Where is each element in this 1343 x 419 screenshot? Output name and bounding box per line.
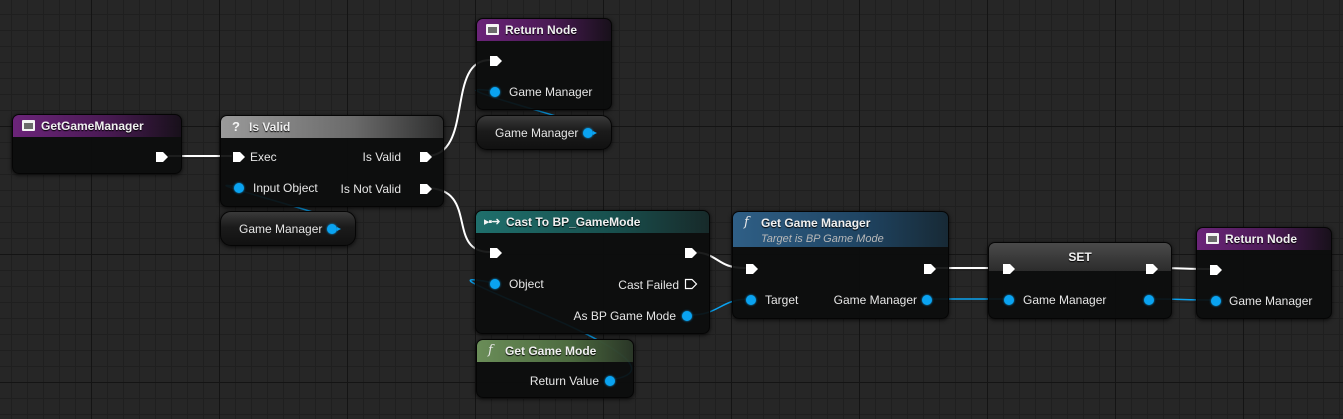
return-node-top[interactable]: Return Node Game Manager <box>476 18 612 110</box>
target-pin[interactable] <box>746 295 756 305</box>
exec-in-pin[interactable] <box>1209 264 1223 276</box>
game-manager-variable-node[interactable]: Game Manager <box>476 115 612 150</box>
pin-label: Game Manager <box>1023 293 1107 307</box>
get-game-manager-call-node[interactable]: f Get Game Manager Target is BP Game Mod… <box>732 211 949 319</box>
node-title: Return Node <box>505 23 577 37</box>
variable-label: Game Manager <box>239 222 323 236</box>
node-header <box>733 212 948 247</box>
exec-out-pin[interactable] <box>684 247 698 259</box>
function-entry-node[interactable]: GetGameManager <box>12 114 182 174</box>
cast-failed-exec-pin[interactable] <box>684 278 698 290</box>
exec-out-pin[interactable] <box>155 151 169 163</box>
cast-failed-label: Cast Failed <box>618 278 679 292</box>
get-game-mode-node[interactable]: f Get Game Mode Return Value <box>476 339 634 398</box>
exec-in-pin[interactable] <box>1002 263 1016 275</box>
variable-out-pin[interactable] <box>583 128 597 138</box>
exec-out-pin[interactable] <box>1145 263 1159 275</box>
game-manager-out-pin[interactable] <box>1144 295 1154 305</box>
return-icon <box>1206 233 1219 244</box>
node-header <box>477 340 633 362</box>
exec-in-pin[interactable] <box>489 247 503 259</box>
node-title: Return Node <box>1225 232 1297 246</box>
node-header <box>1197 228 1331 250</box>
object-pin[interactable] <box>490 279 500 289</box>
cast-arrow-icon: ▸▪➜ <box>484 216 501 228</box>
is-valid-exec-pin[interactable] <box>419 151 433 163</box>
pin-label: Game Manager <box>509 85 593 99</box>
node-header <box>477 19 611 41</box>
function-f-icon: f <box>744 215 749 230</box>
is-not-valid-out-label: Is Not Valid <box>340 182 401 196</box>
node-title: SET <box>1068 250 1092 264</box>
node-title: Is Valid <box>249 120 291 134</box>
is-valid-node[interactable]: ? Is Valid Exec Input Object Is Valid Is… <box>220 115 444 207</box>
exec-in-pin[interactable] <box>489 55 503 67</box>
game-manager-in-pin[interactable] <box>1004 295 1014 305</box>
node-header <box>476 211 709 233</box>
exec-in-pin[interactable] <box>232 151 246 163</box>
variable-out-pin[interactable] <box>327 224 341 234</box>
node-title: Get Game Manager <box>761 216 871 230</box>
node-header <box>221 116 443 138</box>
target-label: Target <box>765 293 799 307</box>
game-manager-variable-node[interactable]: Game Manager <box>220 211 356 246</box>
node-title: Cast To BP_GameMode <box>506 215 641 229</box>
return-icon <box>486 24 499 35</box>
exec-out-pin[interactable] <box>923 263 937 275</box>
game-manager-out-label: Game Manager <box>833 293 917 307</box>
return-node-right[interactable]: Return Node Game Manager <box>1196 227 1332 319</box>
question-mark-icon: ? <box>232 119 240 134</box>
input-object-pin[interactable] <box>234 183 244 193</box>
exec-in-label: Exec <box>250 150 277 164</box>
function-entry-icon <box>22 120 35 131</box>
node-title: Get Game Mode <box>505 344 597 358</box>
return-value-label: Return Value <box>529 374 599 388</box>
object-label: Object <box>509 277 544 291</box>
input-object-label: Input Object <box>253 181 318 195</box>
function-f-icon: f <box>488 343 493 358</box>
set-node[interactable]: SET Game Manager <box>988 242 1172 319</box>
pin-label: Game Manager <box>1229 294 1313 308</box>
game-manager-out-pin[interactable] <box>922 295 932 305</box>
game-manager-in-pin[interactable] <box>1211 296 1221 306</box>
as-bp-game-mode-pin[interactable] <box>682 311 692 321</box>
node-title: GetGameManager <box>41 119 144 133</box>
node-subtitle: Target is BP Game Mode <box>761 233 884 245</box>
game-manager-in-pin[interactable] <box>490 87 500 97</box>
as-bp-game-mode-label: As BP Game Mode <box>573 309 677 323</box>
is-valid-out-label: Is Valid <box>362 150 401 164</box>
node-header <box>13 115 181 137</box>
is-not-valid-exec-pin[interactable] <box>419 183 433 195</box>
variable-label: Game Manager <box>495 126 579 140</box>
node-header <box>989 243 1171 271</box>
return-value-pin[interactable] <box>605 376 615 386</box>
cast-node[interactable]: ▸▪➜ Cast To BP_GameMode Object Cast Fail… <box>475 210 710 334</box>
exec-in-pin[interactable] <box>745 263 759 275</box>
